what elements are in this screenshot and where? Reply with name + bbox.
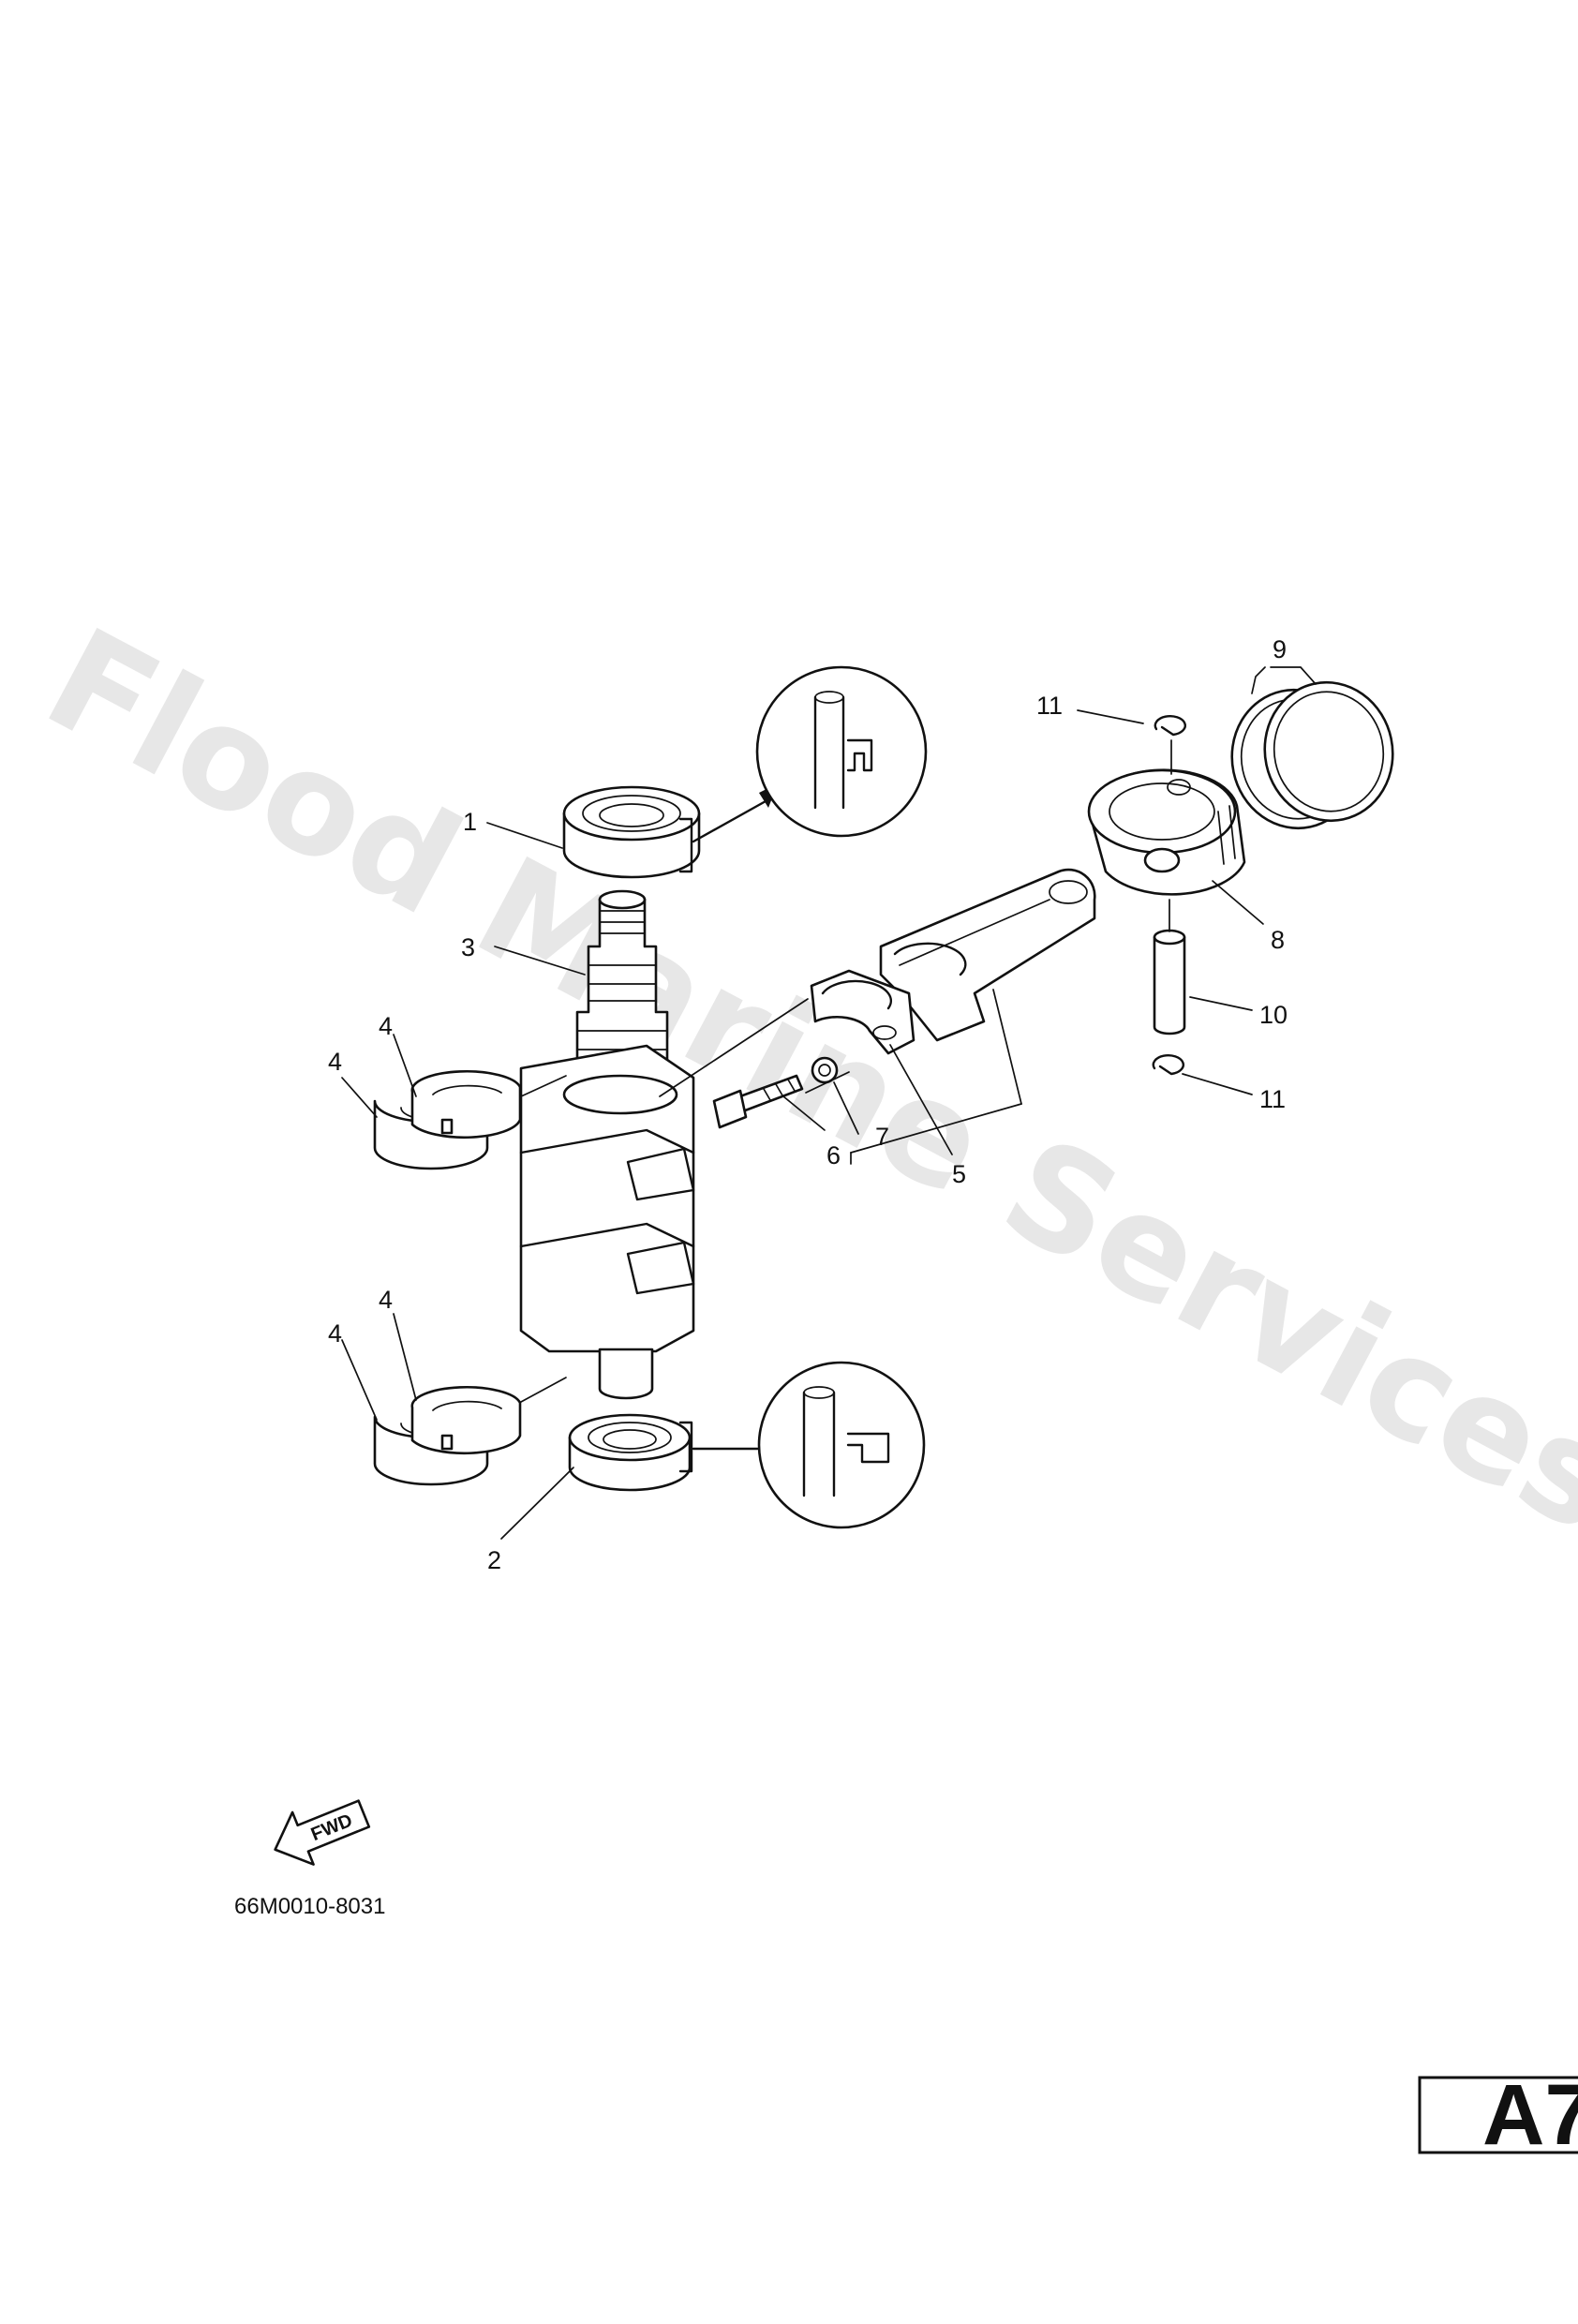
page-code-box: A7 bbox=[1418, 2067, 1578, 2163]
crankshaft bbox=[519, 889, 695, 1400]
piston-pin-clip-top bbox=[1154, 715, 1186, 737]
callout-11: 11 bbox=[1036, 692, 1063, 720]
callout-10: 10 bbox=[1259, 1001, 1288, 1029]
callout-8: 8 bbox=[1271, 926, 1285, 954]
leader-seal-top-detail bbox=[692, 795, 776, 843]
leader-bearing-lower bbox=[520, 1377, 567, 1403]
main-bearing-upper bbox=[373, 1069, 522, 1170]
connecting-rod-cap bbox=[810, 969, 916, 1055]
piston-rings bbox=[1230, 680, 1394, 830]
piston-pin bbox=[1153, 929, 1186, 1035]
callout-4: 4 bbox=[379, 1012, 393, 1040]
seal-detail-top bbox=[755, 665, 928, 838]
catalog-number: 66M0010-8031 bbox=[234, 1894, 385, 1919]
piston-pin-clip-bottom bbox=[1152, 1054, 1184, 1076]
main-bearing-lower bbox=[373, 1385, 522, 1486]
page-code: A7 bbox=[1482, 2067, 1578, 2163]
callout-4: 4 bbox=[328, 1048, 342, 1076]
rod-bolt bbox=[712, 1074, 804, 1129]
washer bbox=[811, 1056, 839, 1084]
forward-direction-arrow: FWD bbox=[274, 1799, 371, 1866]
callout-4: 4 bbox=[328, 1319, 342, 1348]
callout-6: 6 bbox=[826, 1141, 841, 1169]
seal-detail-bottom bbox=[757, 1361, 926, 1529]
connecting-rod bbox=[879, 868, 1096, 1042]
bracket-seal-top bbox=[678, 817, 693, 873]
piston bbox=[1087, 768, 1246, 896]
callout-11: 11 bbox=[1259, 1085, 1286, 1113]
leader-lines bbox=[341, 666, 1317, 1540]
callout-5: 5 bbox=[952, 1160, 966, 1188]
leader-bearing-upper bbox=[520, 1075, 567, 1097]
callout-1: 1 bbox=[463, 808, 477, 836]
bracket-seal-bottom bbox=[678, 1421, 693, 1473]
oil-seal-top bbox=[562, 785, 701, 879]
assembly-lines bbox=[659, 739, 1172, 1097]
callout-9: 9 bbox=[1273, 635, 1287, 663]
callout-2: 2 bbox=[487, 1546, 501, 1574]
callout-4: 4 bbox=[379, 1286, 393, 1314]
callout-7: 7 bbox=[875, 1123, 889, 1151]
callout-3: 3 bbox=[461, 933, 475, 961]
oil-seal-bottom bbox=[568, 1413, 692, 1492]
